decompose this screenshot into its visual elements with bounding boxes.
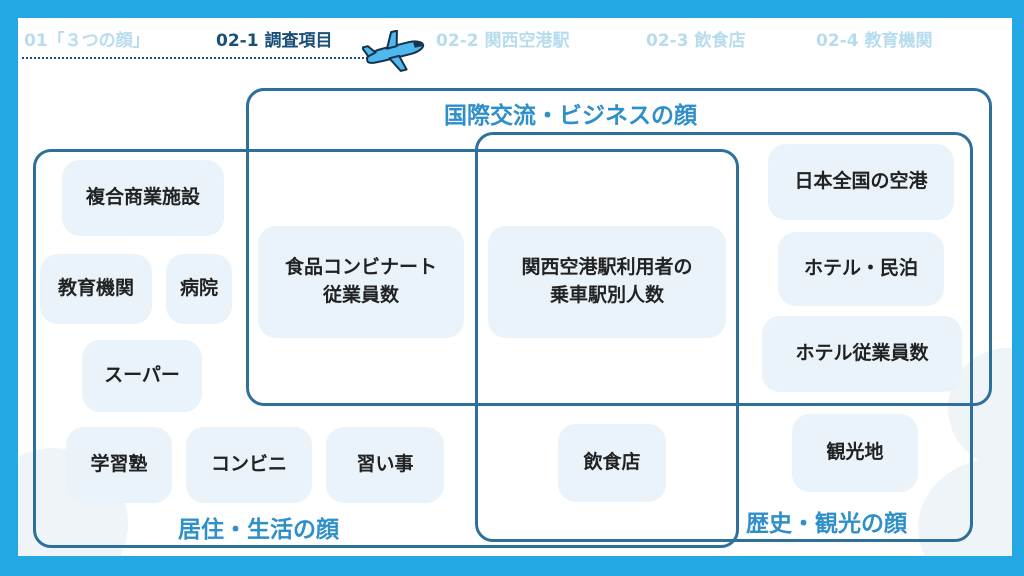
group-title-tourism: 歴史・観光の顔	[746, 511, 907, 537]
nav-item-survey-items[interactable]: 02-1 調査項目	[216, 31, 333, 51]
item-station-users-line2: 乗車駅別人数	[549, 284, 664, 306]
item-hotel-minpaku: ホテル・民泊	[778, 232, 944, 306]
item-education-institutions: 教育機関	[40, 254, 152, 324]
item-complex-mall: 複合商業施設	[62, 160, 224, 236]
airplane-icon	[362, 30, 425, 72]
nav-item-restaurants[interactable]: 02-3 飲食店	[646, 31, 746, 51]
group-frame-tourism	[475, 132, 973, 542]
item-hotel-employees: ホテル従業員数	[762, 316, 962, 392]
nav-item-faces[interactable]: 01「３つの顔」	[24, 31, 150, 51]
item-lessons: 習い事	[326, 427, 444, 503]
item-convenience-store: コンビニ	[186, 427, 312, 503]
item-station-users: 関西空港駅利用者の 乗車駅別人数	[488, 226, 726, 338]
item-station-users-line1: 関西空港駅利用者の	[521, 256, 693, 279]
item-japan-airports: 日本全国の空港	[768, 144, 954, 220]
nav-item-education[interactable]: 02-4 教育機関	[816, 31, 933, 51]
group-frame-international	[246, 88, 992, 406]
item-supermarket: スーパー	[82, 340, 202, 412]
item-food-kombinat-employees: 食品コンビナート 従業員数	[258, 226, 464, 338]
group-title-living: 居住・生活の顔	[178, 517, 339, 543]
item-restaurant: 飲食店	[558, 424, 666, 502]
nav-underline	[22, 57, 392, 59]
item-sightseeing: 観光地	[792, 414, 918, 492]
item-food-kombinat-line2: 従業員数	[322, 284, 399, 306]
item-hospital: 病院	[166, 254, 232, 324]
group-title-international: 国際交流・ビジネスの顔	[444, 103, 697, 129]
item-cram-school: 学習塾	[66, 427, 172, 503]
item-food-kombinat-line1: 食品コンビナート	[284, 256, 437, 279]
nav-item-kix-station[interactable]: 02-2 関西空港駅	[436, 31, 570, 51]
group-frame-living	[33, 149, 739, 548]
